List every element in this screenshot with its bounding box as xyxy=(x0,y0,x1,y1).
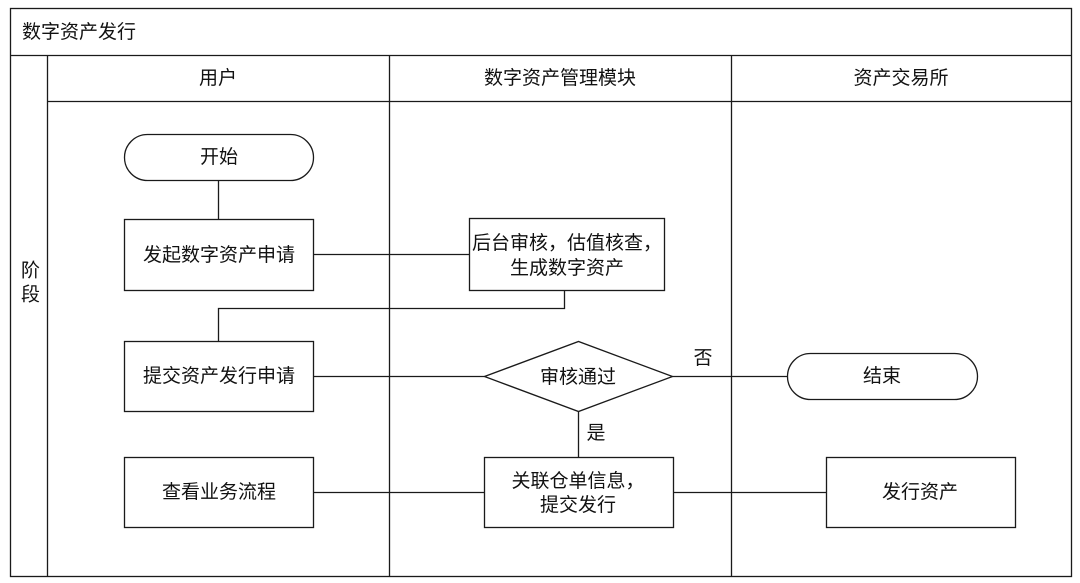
view-process-box xyxy=(123,456,315,529)
edge-label-no: 否 xyxy=(693,347,712,369)
end-label: 结束 xyxy=(863,365,901,387)
connector-review-to-submit xyxy=(217,290,566,342)
initiate-application-label: 发起数字资产申请 xyxy=(143,244,295,266)
issue-asset-label: 发行资产 xyxy=(882,481,958,503)
backend-review-label-line1: 后台审核，估值核查， xyxy=(472,232,662,254)
lane-header-exchange: 资产交易所 xyxy=(853,67,948,89)
stage-column-label: 阶段 xyxy=(18,260,40,308)
diagram-title: 数字资产发行 xyxy=(22,21,136,43)
initiate-application-box xyxy=(123,218,315,292)
swimlane-frame xyxy=(9,7,1073,578)
link-warehouse-receipt-label-line2: 提交发行 xyxy=(540,494,616,516)
issue-asset-box xyxy=(825,456,1017,529)
end-terminal xyxy=(786,352,979,401)
submit-issuance-box xyxy=(123,340,315,413)
start-terminal xyxy=(123,133,315,182)
submit-issuance-label: 提交资产发行申请 xyxy=(143,365,295,387)
backend-review-label-line2: 生成数字资产 xyxy=(510,257,624,279)
link-warehouse-receipt-box xyxy=(483,456,675,529)
view-process-label: 查看业务流程 xyxy=(162,481,276,503)
connectors xyxy=(217,180,827,494)
lane-header-user: 用户 xyxy=(199,67,237,89)
review-passed-label: 审核通过 xyxy=(540,366,616,388)
review-passed-decision xyxy=(482,340,675,413)
backend-review-box xyxy=(468,217,666,292)
edge-label-yes: 是 xyxy=(586,422,605,444)
link-warehouse-receipt-label-line1: 关联仓单信息， xyxy=(511,470,644,492)
start-label: 开始 xyxy=(200,146,238,168)
lane-header-asset-module: 数字资产管理模块 xyxy=(484,67,636,89)
outer-border xyxy=(9,7,1073,578)
